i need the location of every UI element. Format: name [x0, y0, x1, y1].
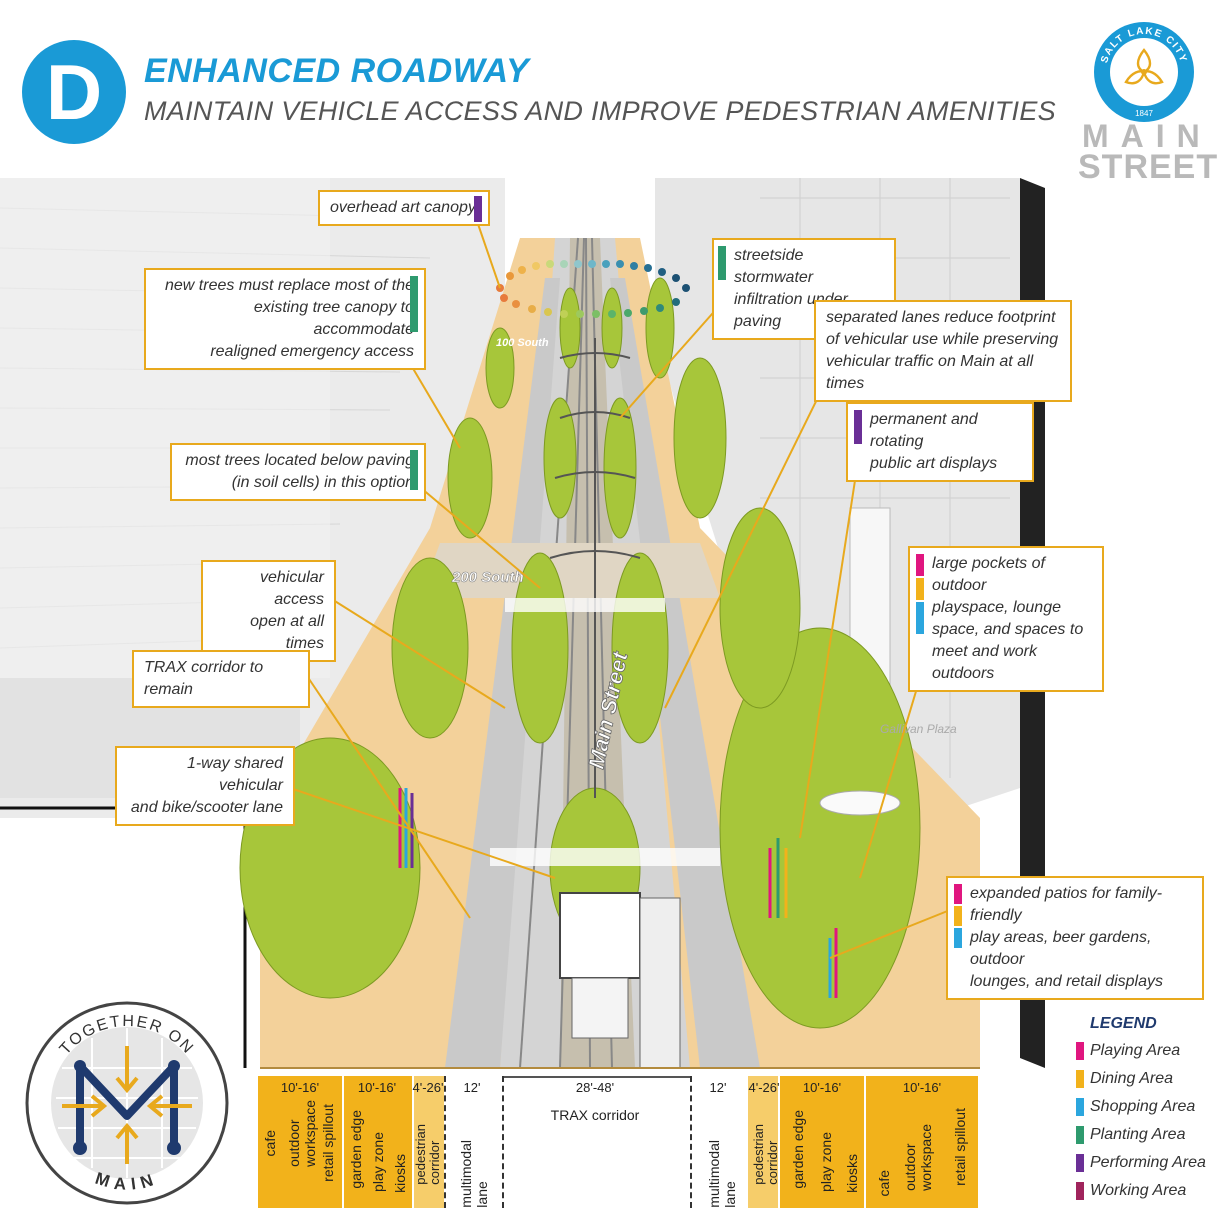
section-cell-right-1: [866, 1076, 978, 1208]
planting-swatch-icon: [1076, 1126, 1084, 1144]
width-label: 4'-26': [748, 1080, 780, 1095]
section-label: retail spillout: [952, 1108, 968, 1186]
legend-item-shopping: Shopping Area: [1076, 1098, 1195, 1116]
section-top-rule: [258, 1076, 978, 1078]
planting-bar-icon: [410, 276, 418, 332]
playing-bar-icon-2: [954, 884, 962, 904]
legend-item-playing: Playing Area: [1076, 1042, 1180, 1060]
section-cell-left-3: [412, 1076, 444, 1208]
section-cell-left-1: [258, 1076, 342, 1208]
section-label: kiosks: [844, 1154, 860, 1193]
shopping-swatch-icon: [1076, 1098, 1084, 1116]
section-label: outdoor workspace: [902, 1124, 934, 1191]
section-label: garden edge: [348, 1110, 364, 1189]
slc-seal-icon: SALT LAKE CITY 1847: [1094, 22, 1194, 122]
playing-bar-icon: [916, 554, 924, 576]
page-subtitle: MAINTAIN VEHICLE ACCESS AND IMPROVE PEDE…: [144, 96, 1056, 126]
section-label: kiosks: [392, 1154, 408, 1193]
legend-item-working: Working Area: [1076, 1182, 1186, 1200]
callout-public-art: permanent and rotating public art displa…: [846, 402, 1034, 482]
logo-street-text: STREET: [1078, 148, 1219, 186]
section-label: pedestrian corridor: [751, 1124, 780, 1185]
section-label: multimodal lane: [458, 1140, 490, 1208]
performing-bar-icon-2: [854, 410, 862, 444]
section-label: outdoor workspace: [286, 1100, 318, 1167]
section-cell-right-3: [748, 1076, 780, 1208]
section-cell-left-4: [444, 1076, 504, 1208]
performing-bar-icon: [474, 196, 482, 222]
width-label: 10'-16': [902, 1080, 942, 1095]
callout-separated-lanes: separated lanes reduce footprint of vehi…: [814, 300, 1072, 402]
callout-pockets: large pockets of outdoor playspace, loun…: [908, 546, 1104, 692]
trax-corridor-label: TRAX corridor: [550, 1107, 640, 1123]
callout-vehicular-access: vehicular access open at all times: [201, 560, 336, 662]
option-badge: D: [22, 40, 126, 144]
section-label: pedestrian corridor: [413, 1124, 442, 1185]
width-label: 12': [709, 1080, 727, 1095]
callout-patios: expanded patios for family-friendly play…: [946, 876, 1204, 1000]
callout-new-trees: new trees must replace most of the exist…: [144, 268, 426, 370]
dining-swatch-icon: [1076, 1070, 1084, 1088]
section-cell-right-2: [780, 1076, 866, 1208]
working-swatch-icon: [1076, 1182, 1084, 1200]
section-label: play zone: [818, 1132, 834, 1192]
planting-bar-icon-2: [410, 450, 418, 490]
width-label: 10'-16': [357, 1080, 397, 1095]
seal-year: 1847: [1135, 109, 1153, 118]
legend-item-dining: Dining Area: [1076, 1070, 1173, 1088]
width-label: 10'-16': [802, 1080, 842, 1095]
legend-item-performing: Performing Area: [1076, 1154, 1206, 1172]
callout-trax: TRAX corridor to remain: [132, 650, 310, 708]
planting-bar-icon-3: [718, 246, 726, 280]
cross-street-200-label: 200 South: [451, 569, 524, 586]
section-label: garden edge: [790, 1110, 806, 1189]
shopping-bar-icon: [916, 602, 924, 634]
width-label: 4'-26': [412, 1080, 444, 1095]
section-label: multimodal lane: [706, 1140, 738, 1208]
legend-item-planting: Planting Area: [1076, 1126, 1185, 1144]
cross-street-100-label: 100 South: [496, 337, 549, 349]
callout-shared-lane: 1-way shared vehicular and bike/scooter …: [115, 746, 295, 826]
page-title: ENHANCED ROADWAY: [144, 52, 530, 90]
section-label: cafe: [876, 1170, 892, 1197]
playing-swatch-icon: [1076, 1042, 1084, 1060]
together-on-main-logo-icon: TOGETHER ON MAIN: [25, 1001, 229, 1205]
plaza-label: Gallivan Plaza: [880, 722, 957, 736]
legend-title: LEGEND: [1090, 1015, 1157, 1032]
callout-trees-below: most trees located below paving (in soil…: [170, 443, 426, 501]
performing-swatch-icon: [1076, 1154, 1084, 1172]
width-label: 10'-16': [280, 1080, 320, 1095]
section-label: cafe: [262, 1130, 278, 1157]
section-label: play zone: [370, 1132, 386, 1192]
section-label: retail spillout: [320, 1104, 336, 1182]
dining-bar-icon: [916, 578, 924, 600]
shopping-bar-icon-2: [954, 928, 962, 948]
width-label: 28'-48': [575, 1080, 615, 1095]
dining-bar-icon-2: [954, 906, 962, 926]
logo-main-text: MAIN: [1082, 118, 1212, 154]
width-label: 12': [463, 1080, 481, 1095]
callout-art-canopy: overhead art canopy: [318, 190, 490, 226]
section-cell-left-2: [342, 1076, 414, 1208]
